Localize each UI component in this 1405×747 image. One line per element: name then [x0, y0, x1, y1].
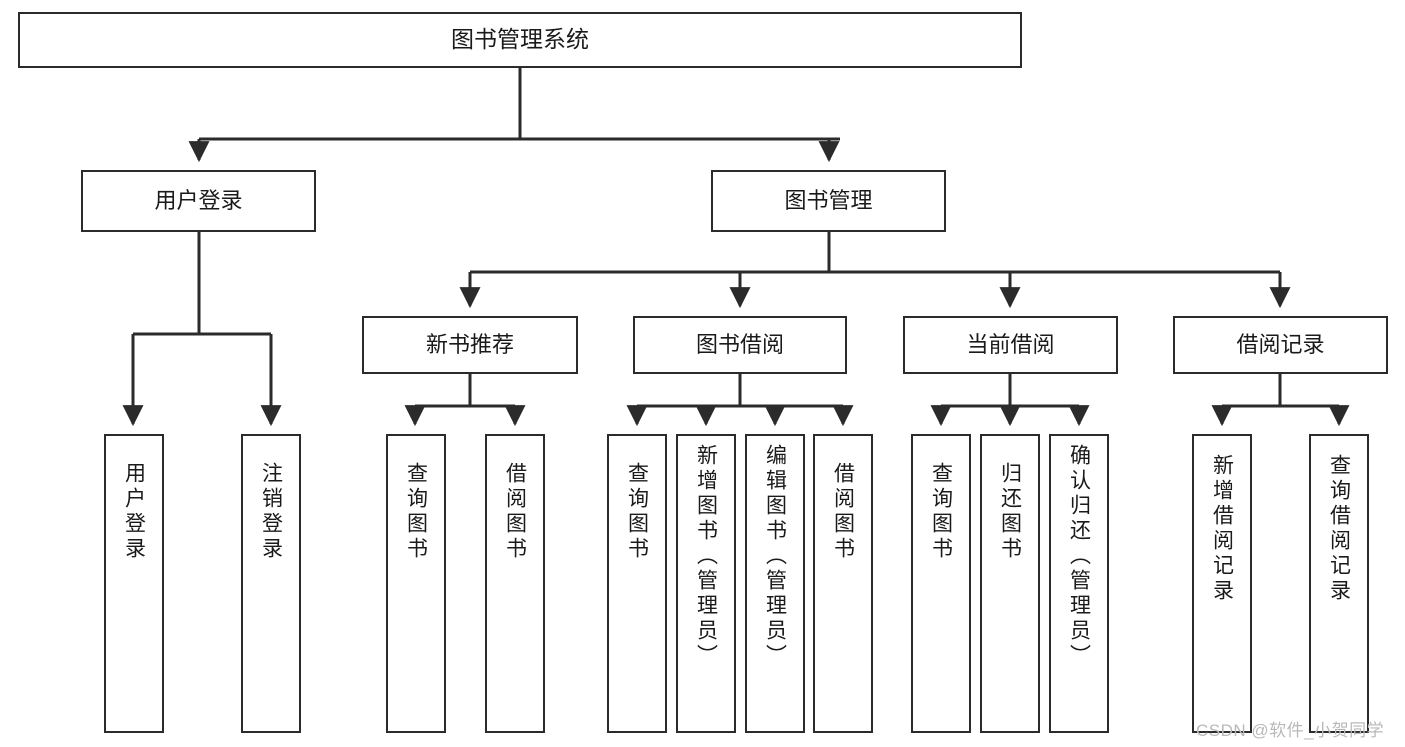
node-leaf-user-login[interactable]: 用户登录: [104, 434, 164, 733]
node-root-label: 图书管理系统: [451, 26, 589, 53]
node-leaf-confirm-return-label: 确认归还（管理员）: [1067, 444, 1091, 669]
node-leaf-user-login-label: 用户登录: [122, 462, 146, 562]
node-leaf-add-record[interactable]: 新增借阅记录: [1192, 434, 1252, 733]
node-leaf-borrow-book-1[interactable]: 借阅图书: [485, 434, 545, 733]
node-root[interactable]: 图书管理系统: [18, 12, 1022, 68]
node-user-login[interactable]: 用户登录: [81, 170, 316, 232]
node-new-book-rec-label: 新书推荐: [425, 331, 514, 357]
node-borrow-record-label: 借阅记录: [1236, 331, 1325, 357]
node-leaf-query-book-3[interactable]: 查询图书: [911, 434, 971, 733]
node-user-login-label: 用户登录: [154, 187, 243, 213]
node-current-borrow[interactable]: 当前借阅: [903, 316, 1118, 374]
node-leaf-borrow-book-1-label: 借阅图书: [503, 462, 527, 562]
node-book-borrow-label: 图书借阅: [695, 331, 784, 357]
node-leaf-user-logout[interactable]: 注销登录: [241, 434, 301, 733]
node-leaf-query-book-2[interactable]: 查询图书: [607, 434, 667, 733]
node-leaf-query-record[interactable]: 查询借阅记录: [1309, 434, 1369, 733]
node-leaf-return-book[interactable]: 归还图书: [980, 434, 1040, 733]
node-leaf-add-book-label: 新增图书（管理员）: [694, 444, 718, 669]
node-leaf-user-logout-label: 注销登录: [259, 462, 283, 562]
node-book-manage-label: 图书管理: [784, 187, 873, 213]
node-borrow-record[interactable]: 借阅记录: [1173, 316, 1388, 374]
node-book-manage[interactable]: 图书管理: [711, 170, 946, 232]
node-leaf-edit-book[interactable]: 编辑图书（管理员）: [745, 434, 805, 733]
node-current-borrow-label: 当前借阅: [966, 331, 1055, 357]
csdn-watermark: CSDN @软件_小贺同学: [1196, 721, 1385, 740]
node-new-book-rec[interactable]: 新书推荐: [362, 316, 578, 374]
node-leaf-query-record-label: 查询借阅记录: [1327, 454, 1351, 604]
node-leaf-edit-book-label: 编辑图书（管理员）: [763, 444, 787, 669]
node-leaf-query-book-1-label: 查询图书: [404, 462, 428, 562]
node-leaf-return-book-label: 归还图书: [998, 462, 1022, 562]
node-leaf-borrow-book-2-label: 借阅图书: [831, 462, 855, 562]
node-leaf-query-book-1[interactable]: 查询图书: [386, 434, 446, 733]
node-leaf-query-book-2-label: 查询图书: [625, 462, 649, 562]
node-leaf-add-record-label: 新增借阅记录: [1210, 454, 1234, 604]
node-leaf-query-book-3-label: 查询图书: [929, 462, 953, 562]
node-leaf-add-book[interactable]: 新增图书（管理员）: [676, 434, 736, 733]
node-book-borrow[interactable]: 图书借阅: [633, 316, 847, 374]
node-leaf-borrow-book-2[interactable]: 借阅图书: [813, 434, 873, 733]
node-leaf-confirm-return[interactable]: 确认归还（管理员）: [1049, 434, 1109, 733]
